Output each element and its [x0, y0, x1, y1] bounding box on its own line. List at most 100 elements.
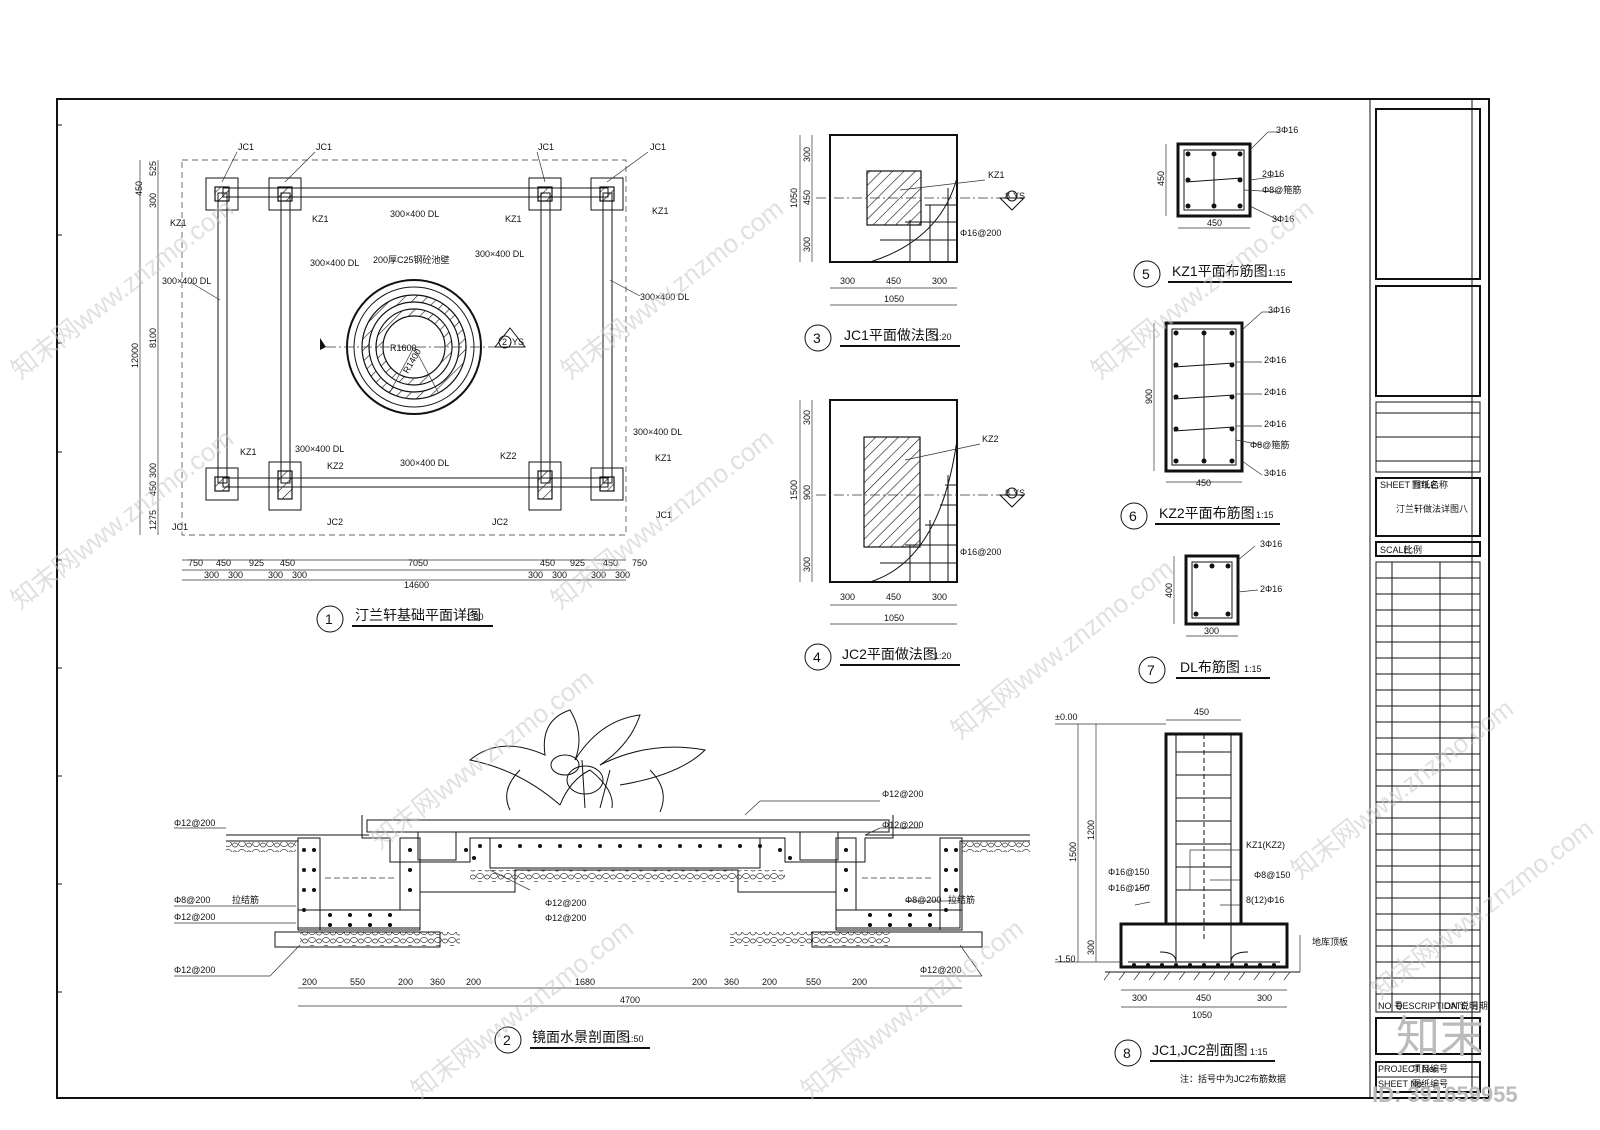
- tb-sheet-no-cn: 图纸编号: [1412, 1078, 1448, 1089]
- sec2-dim2: 200: [398, 977, 413, 987]
- sheet-border: [56, 98, 1490, 1099]
- sec2-dim1: 550: [350, 977, 365, 987]
- plan1-dim-b6: 925: [570, 558, 585, 568]
- plan1-sec-sheet: YS: [512, 337, 524, 347]
- det5-w: 450: [1207, 218, 1222, 228]
- plan4-title: JC2平面做法图: [842, 646, 937, 662]
- plan4-rebar: Φ16@200: [960, 547, 1001, 557]
- plan1-dim-l4: 300: [148, 463, 158, 478]
- plan4-dim-h0: 300: [840, 592, 855, 602]
- plan1-foundations: [205, 177, 624, 511]
- sec8-l2: 8(12)Φ16: [1246, 895, 1284, 905]
- sec2-dim5: 1680: [575, 977, 595, 987]
- plan1-kz1-br: KZ1: [655, 453, 672, 463]
- plan1-scale: 1:50: [466, 612, 484, 622]
- plan1-dim2-6: 300: [591, 570, 606, 580]
- sec8-note: 注：括号中为JC2布筋数据: [1180, 1073, 1286, 1084]
- plan1-section-mark: 2 YS: [493, 327, 527, 349]
- plan3-dim-v0: 300: [802, 147, 812, 162]
- plan4-dim-h-total: 1050: [884, 613, 904, 623]
- plan4-dim-h1: 450: [886, 592, 901, 602]
- plan1-dim-l1: 450: [134, 181, 144, 196]
- sec2-dim9: 550: [806, 977, 821, 987]
- sec2-right-b1: Φ8@200: [905, 895, 941, 905]
- plan3-scale: 1:20: [934, 332, 952, 342]
- plan3-dim-v1: 450: [802, 190, 812, 205]
- plan1-dim-b0: 750: [188, 558, 203, 568]
- plan4-jc2-plan: 8 YS KZ2 Φ16@200 300 450 300 1050 300 90…: [789, 399, 1026, 671]
- sec2-left-b1: Φ8@200: [174, 895, 210, 905]
- plan3-dim-h1: 450: [886, 276, 901, 286]
- plan1-dims-bottom: [182, 559, 626, 581]
- sec8-title-num: 8: [1123, 1045, 1131, 1061]
- sec8-dim-b0: 300: [1132, 993, 1147, 1003]
- det5-title: KZ1平面布筋图: [1172, 263, 1268, 279]
- watermark-11: 知末网www.znzmo.com: [1365, 813, 1599, 1005]
- plan1-dim2-0: 300: [204, 570, 219, 580]
- plan1-r1600: R1600: [390, 343, 417, 353]
- det7-w: 300: [1204, 626, 1219, 636]
- sec2-left-b3: Φ12@200: [174, 965, 215, 975]
- plan1-dim-l3: 8100: [148, 328, 158, 348]
- sec8-jc-section: 450 ±0.00 -1.50 1200 300 1500 KZ1(KZ2) Φ…: [1055, 707, 1348, 1084]
- sec2-dim7: 360: [724, 977, 739, 987]
- plan4-scale: 1:20: [934, 651, 952, 661]
- plan4-kz: KZ2: [982, 434, 999, 444]
- tb-sheet-title-label-cn: 图纸名称: [1412, 479, 1448, 490]
- plan1-dl-3: 300×400 DL: [475, 249, 524, 259]
- plan4-title-num: 4: [813, 649, 821, 665]
- det6-w: 450: [1196, 478, 1211, 488]
- plan1-dim2-3: 300: [292, 570, 307, 580]
- tb-scale-label: SCALE:: [1380, 545, 1412, 555]
- sec2-dim-total: 4700: [620, 995, 640, 1005]
- plan1-kz2-2: KZ2: [500, 451, 517, 461]
- plan1-dim-b1: 450: [216, 558, 231, 568]
- sec8-l1: Φ8@150: [1254, 870, 1290, 880]
- sec8-dim-v-total: 1500: [1068, 842, 1078, 862]
- watermark-6: 知末网www.znzmo.com: [365, 663, 599, 855]
- plan4-dim-v0: 300: [802, 410, 812, 425]
- sec8-l4: Φ16@150: [1108, 883, 1149, 893]
- title-block-rows: [1376, 562, 1480, 1012]
- tb-sheet-title: 汀兰轩做法详图八: [1396, 503, 1468, 514]
- det6-l0: 3Φ16: [1268, 305, 1290, 315]
- det6-scale: 1:15: [1256, 510, 1274, 520]
- plan1-dl-b3: 300×400 DL: [633, 427, 682, 437]
- sec2-right-r: Φ12@200: [882, 820, 923, 830]
- plan1-dim-l2: 300: [148, 193, 158, 208]
- plan1-dim2-5: 300: [552, 570, 567, 580]
- plan1-jc1-t3: JC1: [538, 142, 554, 152]
- plan1-jc1-t2: JC1: [316, 142, 332, 152]
- det5-l3: 3Φ16: [1272, 214, 1294, 224]
- det6-l2: 2Φ16: [1264, 387, 1286, 397]
- plan1-dl-l: 300×400 DL: [162, 276, 211, 286]
- det6-title-num: 6: [1129, 508, 1137, 524]
- plan1-sec-num: 2: [502, 337, 507, 347]
- plan1-dim-total: 14600: [404, 580, 429, 590]
- plan1-dl-b1: 300×400 DL: [295, 444, 344, 454]
- plant-sketch: [468, 709, 707, 813]
- sec2-title: 镜面水景剖面图: [532, 1029, 630, 1045]
- sec2-left-b1-note: 拉结筋: [232, 894, 259, 905]
- watermark-4: 知末网www.znzmo.com: [545, 423, 779, 615]
- plan1-dim-b7: 450: [603, 558, 618, 568]
- sec2-top-r: Φ12@200: [882, 789, 923, 799]
- sec8-dim-top: 450: [1194, 707, 1209, 717]
- sec2-rebar-dots: [302, 844, 958, 927]
- plan3-dim-h0: 300: [840, 276, 855, 286]
- title-block: SHEET TITLE: 图纸名称 汀兰轩做法详图八 SCALE: 比例 NO …: [1369, 99, 1488, 1098]
- sec8-l3: Φ16@150: [1108, 867, 1149, 877]
- plan4-dim-v-total: 1500: [789, 480, 799, 500]
- plan3-dim-v2: 300: [802, 237, 812, 252]
- plan1-dim-b4: 7050: [408, 558, 428, 568]
- plan1-dl-r: 300×400 DL: [640, 292, 689, 302]
- det5-kz1-rebar: 3Φ16 2Φ16 Φ8@箍筋 3Φ16 450 450 5 KZ1平面布筋图 …: [1133, 125, 1301, 288]
- sec2-dim6: 200: [692, 977, 707, 987]
- det5-l2: Φ8@箍筋: [1262, 184, 1301, 195]
- det6-l5: 3Φ16: [1264, 468, 1286, 478]
- det5-h: 450: [1156, 171, 1166, 186]
- watermarks: 知末网www.znzmo.com 知末网www.znzmo.com 知末网www…: [5, 193, 1599, 1107]
- plan1-jc1-tl: JC1: [238, 142, 254, 152]
- plan1-kz1-l: KZ1: [170, 218, 187, 228]
- watermark-3: 知末网www.znzmo.com: [555, 193, 789, 385]
